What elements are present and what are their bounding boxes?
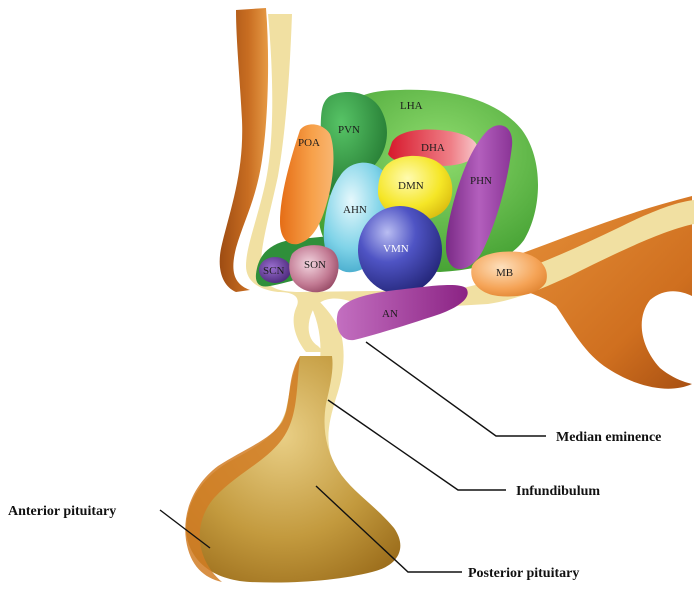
label-ahn: AHN [343,204,367,216]
label-vmn: VMN [383,243,409,255]
label-son: SON [304,259,326,271]
label-an: AN [382,308,398,320]
label-pvn: PVN [338,124,360,136]
callout-median-eminence: Median eminence [556,430,661,445]
label-mb: MB [496,267,513,279]
leader-infundibulum [328,400,506,490]
label-dmn: DMN [398,180,424,192]
label-scn: SCN [263,265,284,277]
leader-median-eminence [366,342,546,436]
label-poa: POA [298,137,320,149]
callout-infundibulum: Infundibulum [516,484,600,499]
callout-anterior-pituitary: Anterior pituitary [8,504,116,519]
label-lha: LHA [400,100,423,112]
label-dha: DHA [421,142,445,154]
callout-posterior-pituitary: Posterior pituitary [468,566,579,581]
label-phn: PHN [470,175,492,187]
